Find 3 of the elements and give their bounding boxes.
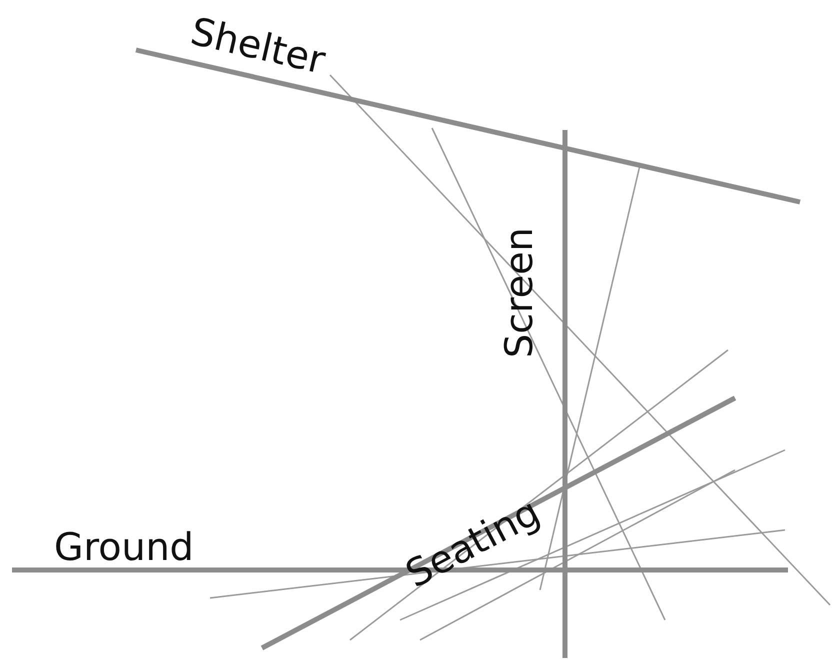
part-label: Shelter xyxy=(187,12,329,80)
part-label: Ground xyxy=(54,528,194,566)
part-label: Screen xyxy=(500,227,538,358)
